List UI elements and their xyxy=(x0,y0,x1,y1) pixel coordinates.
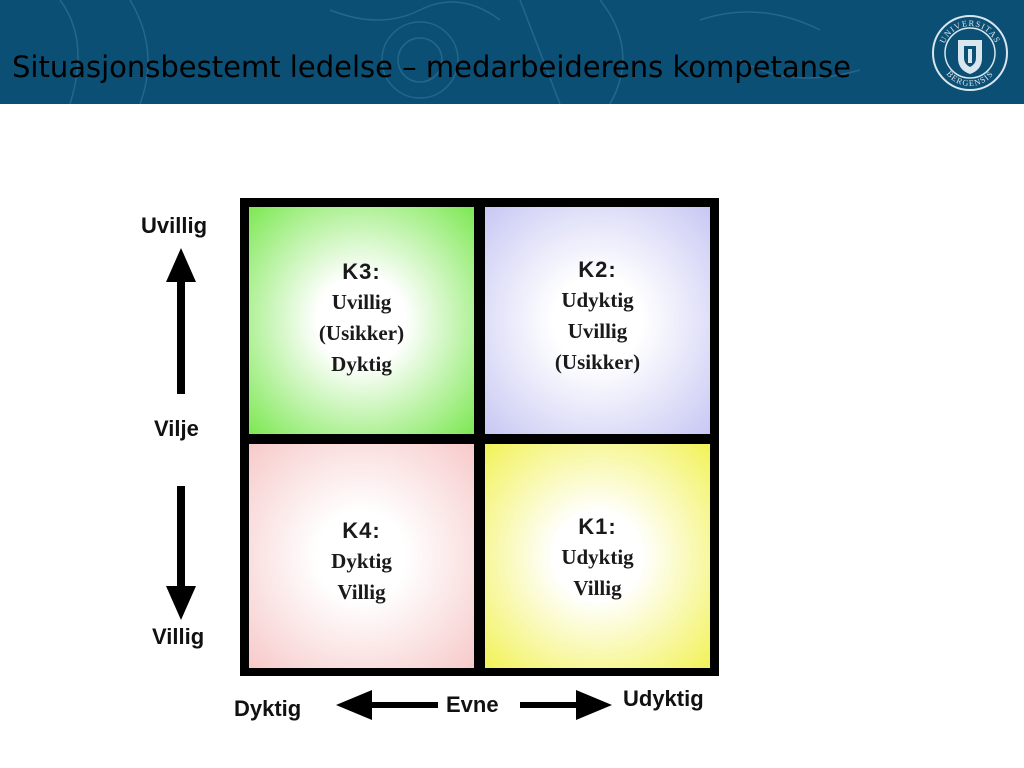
page-title: Situasjonsbestemt ledelse – medarbeidere… xyxy=(12,50,851,84)
quadrant-k3 xyxy=(249,207,474,434)
quadrant-k2-line-3: (Usikker) xyxy=(554,350,641,374)
quadrant-k4-line-2: Villig xyxy=(337,580,386,604)
quadrant-k3-line-3: Dyktig xyxy=(331,352,392,376)
quadrant-k2-code: K2: xyxy=(578,257,617,282)
quadrant-k4-text: K4: Dyktig Villig xyxy=(249,515,474,608)
arrow-down-icon xyxy=(166,486,196,620)
axis-label-dyktig: Dyktig xyxy=(234,696,302,721)
quadrant-k4-line-1: Dyktig xyxy=(331,549,392,573)
quadrant-k4 xyxy=(249,444,474,668)
university-seal-logo: UNIVERSITAS BERGENSIS xyxy=(932,15,1008,91)
header-bar: Situasjonsbestemt ledelse – medarbeidere… xyxy=(0,0,1024,104)
axis-label-uvillig: Uvillig xyxy=(141,213,208,238)
quadrant-k3-code: K3: xyxy=(342,259,381,284)
quadrant-k2-text: K2: Udyktig Uvillig (Usikker) xyxy=(485,254,710,378)
quadrant-k3-line-2: (Usikker) xyxy=(318,321,405,345)
axis-label-udyktig: Udyktig xyxy=(623,686,704,711)
arrow-left-icon xyxy=(336,690,438,720)
axis-label-villig: Villig xyxy=(152,624,205,649)
quadrant-k2 xyxy=(485,207,710,434)
arrow-right-icon xyxy=(520,690,612,720)
axis-label-vilje: Vilje xyxy=(154,416,199,441)
quadrant-k3-line-1: Uvillig xyxy=(331,290,392,314)
arrow-up-icon xyxy=(166,248,196,394)
quadrant-k2-line-1: Udyktig xyxy=(561,288,634,312)
quadrant-k1-line-2: Villig xyxy=(573,576,622,600)
quadrant-k3-text: K3: Uvillig (Usikker) Dyktig xyxy=(249,256,474,380)
header-background-pattern xyxy=(59,0,861,104)
axis-label-evne: Evne xyxy=(446,692,499,717)
quadrant-k1 xyxy=(485,444,710,668)
quadrant-k1-text: K1: Udyktig Villig xyxy=(485,511,710,604)
quadrant-k2-line-2: Uvillig xyxy=(567,319,628,343)
quadrant-k1-line-1: Udyktig xyxy=(561,545,634,569)
quadrant-k4-code: K4: xyxy=(342,518,381,543)
quadrant-k1-code: K1: xyxy=(578,514,617,539)
